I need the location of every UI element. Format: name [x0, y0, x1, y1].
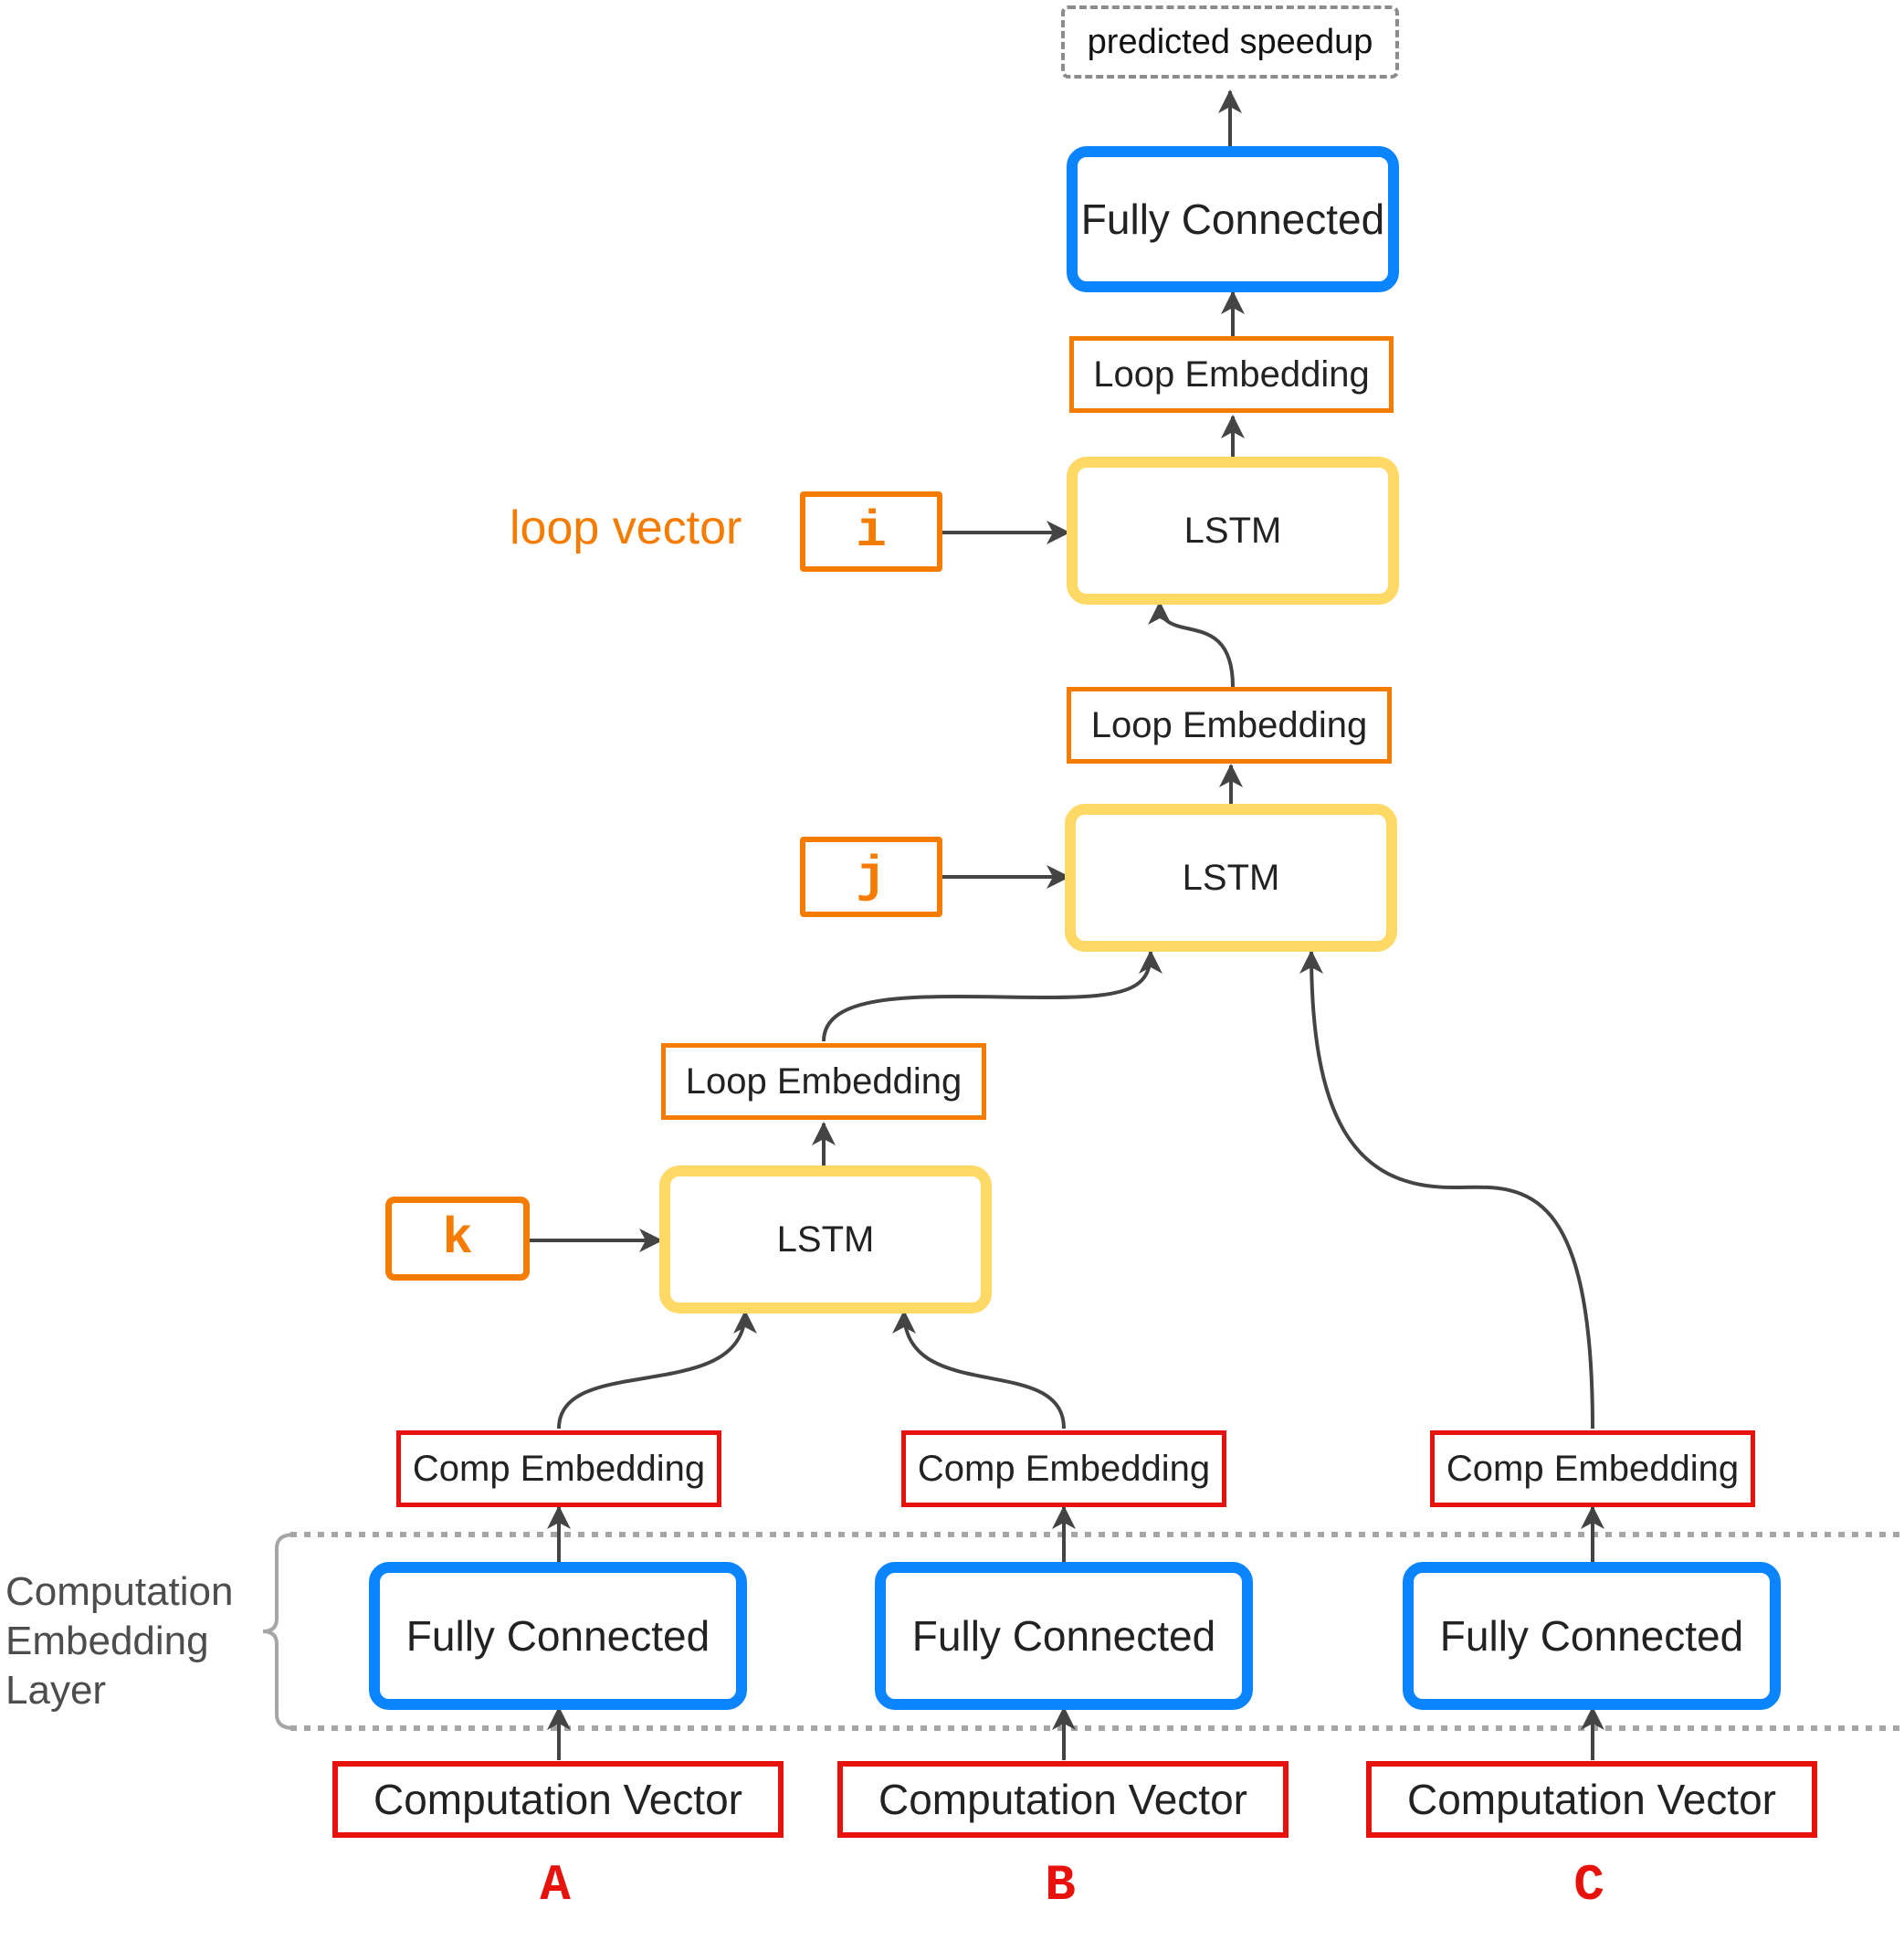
loop-vector-label: loop vector	[510, 501, 742, 554]
arrow-comp-b-lstm-k	[892, 1310, 1066, 1429]
comp-embedding-b-node: Comp Embedding	[901, 1430, 1226, 1507]
loop-var-j-node: j	[800, 837, 942, 917]
arrow-loopemb-j-lstm-i	[1148, 601, 1235, 688]
fully-connected-b-node: Fully Connected	[875, 1562, 1253, 1710]
predicted-speedup-node: predicted speedup	[1061, 5, 1399, 79]
computation-vector-b-label: Computation Vector	[878, 1776, 1247, 1823]
loop-embedding-i-label: Loop Embedding	[1093, 353, 1370, 395]
computation-vector-a-node: Computation Vector	[332, 1761, 784, 1838]
loop-embedding-i-node: Loop Embedding	[1069, 336, 1394, 413]
fully-connected-a-node: Fully Connected	[369, 1562, 747, 1710]
arrow-comp-c-lstm-j	[1299, 950, 1594, 1429]
comp-embedding-c-node: Comp Embedding	[1430, 1430, 1755, 1507]
top-fully-connected-label: Fully Connected	[1080, 195, 1385, 243]
computation-letter-c: C	[1573, 1856, 1604, 1915]
layer-label-line-2: Embedding	[5, 1619, 209, 1663]
lstm-j-node: LSTM	[1065, 804, 1397, 952]
loop-var-k-label: k	[442, 1209, 473, 1268]
layer-brace	[262, 1533, 295, 1730]
fully-connected-a-label: Fully Connected	[405, 1612, 710, 1660]
lstm-k-label: LSTM	[776, 1218, 875, 1260]
loop-var-i-node: i	[800, 491, 942, 572]
fully-connected-b-label: Fully Connected	[911, 1612, 1216, 1660]
layer-label-line-1: Computation	[5, 1569, 234, 1614]
computation-letter-b: B	[1045, 1856, 1076, 1915]
predicted-speedup-label: predicted speedup	[1087, 22, 1373, 61]
arrow-comp-a-lstm-k	[557, 1310, 757, 1429]
comp-embedding-c-label: Comp Embedding	[1446, 1448, 1740, 1489]
computation-embedding-layer-label: Computation Embedding Layer	[5, 1567, 233, 1715]
computation-vector-b-node: Computation Vector	[837, 1761, 1289, 1838]
comp-embedding-b-label: Comp Embedding	[917, 1448, 1211, 1489]
fully-connected-c-label: Fully Connected	[1439, 1612, 1744, 1660]
loop-var-i-label: i	[856, 502, 887, 561]
loop-var-j-label: j	[856, 848, 887, 906]
layer-label-line-3: Layer	[5, 1668, 107, 1713]
loop-embedding-k-node: Loop Embedding	[661, 1043, 986, 1120]
comp-embedding-a-node: Comp Embedding	[396, 1430, 721, 1507]
computation-vector-a-label: Computation Vector	[373, 1776, 742, 1823]
fully-connected-c-node: Fully Connected	[1403, 1562, 1781, 1710]
lstm-k-node: LSTM	[659, 1166, 992, 1313]
lstm-j-label: LSTM	[1182, 857, 1280, 898]
top-fully-connected-node: Fully Connected	[1067, 146, 1399, 292]
arrow-loopemb-k-lstm-j	[822, 950, 1162, 1042]
computation-letter-a: A	[540, 1856, 571, 1915]
loop-embedding-j-label: Loop Embedding	[1090, 704, 1368, 745]
lstm-i-node: LSTM	[1067, 457, 1399, 605]
loop-embedding-k-label: Loop Embedding	[685, 1060, 963, 1102]
comp-embedding-a-label: Comp Embedding	[412, 1448, 706, 1489]
computation-vector-c-label: Computation Vector	[1406, 1776, 1776, 1823]
lstm-i-label: LSTM	[1183, 510, 1282, 551]
loop-embedding-j-node: Loop Embedding	[1067, 687, 1392, 764]
loop-var-k-node: k	[385, 1197, 530, 1281]
computation-vector-c-node: Computation Vector	[1366, 1761, 1817, 1838]
